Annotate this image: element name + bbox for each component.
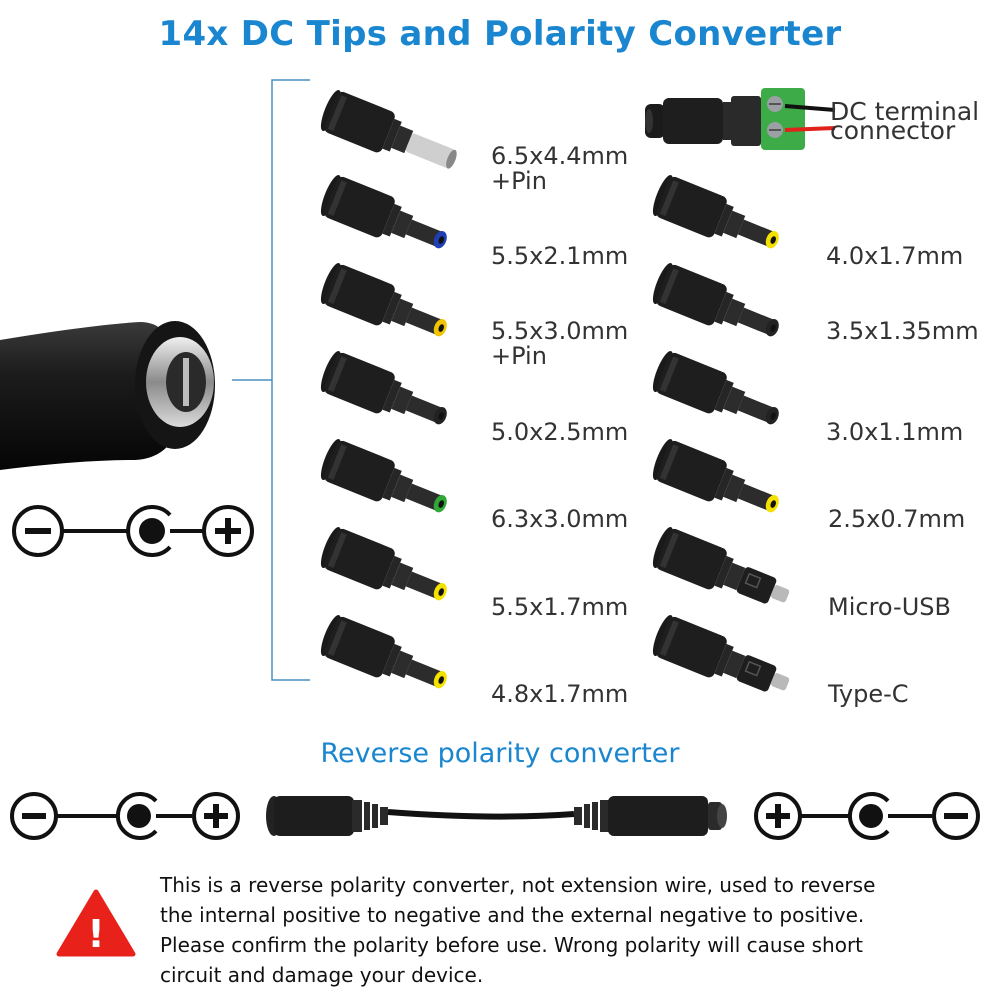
warning-text: This is a reverse polarity converter, no… — [160, 870, 960, 990]
dc-tip-image — [652, 614, 790, 692]
terminal-label-line2: connector — [830, 116, 956, 145]
dc-tip-image — [652, 526, 790, 604]
page-title: 14x DC Tips and Polarity Converter — [158, 14, 842, 54]
tip-label-left: 5.5x2.1mm — [491, 244, 628, 269]
polarity-symbol-input — [10, 792, 240, 840]
warning-icon: ! — [56, 889, 136, 957]
warning-line-1: This is a reverse polarity converter, no… — [160, 873, 876, 897]
tip-label-left: 4.8x1.7mm — [491, 682, 628, 707]
tip-label-right: 3.5x1.35mm — [826, 317, 979, 345]
dc-tip-image — [320, 526, 447, 601]
polarity-symbol-output — [754, 792, 980, 840]
reverse-polarity-cable-image — [266, 796, 727, 836]
warning-line-4: circuit and damage your device. — [160, 963, 484, 987]
tip-label-left: 6.5x4.4mm+Pin — [491, 144, 628, 194]
tip-label-left: 5.5x3.0mm+Pin — [491, 319, 628, 369]
polarity-symbol-center-negative — [12, 505, 254, 557]
tip-label-left: 6.3x3.0mm — [491, 507, 628, 532]
tip-size-label: 5.0x2.5mm — [491, 418, 629, 446]
converter-title: Reverse polarity converter — [320, 738, 680, 769]
dc-tip-image — [652, 262, 779, 337]
warning-line-3: Please confirm the polarity before use. … — [160, 933, 864, 957]
tip-pin-label: +Pin — [491, 342, 547, 370]
dc-tip-image — [320, 89, 457, 169]
tip-label-left: 5.0x2.5mm — [491, 420, 628, 445]
warning-line-2: the internal positive to negative and th… — [160, 903, 865, 927]
tip-size-label: 5.5x2.1mm — [491, 242, 629, 270]
barrel-plug-image — [0, 321, 215, 470]
tip-size-label: 4.8x1.7mm — [491, 680, 629, 708]
dc-tip-image — [320, 174, 447, 249]
terminal-label-line1: DC terminal — [830, 97, 980, 126]
tip-size-label: 5.5x3.0mm — [491, 317, 629, 345]
terminal-connector-label: DC terminal connector — [830, 99, 979, 143]
dc-tip-image — [652, 438, 779, 513]
dc-tip-image — [652, 174, 779, 249]
dc-tip-image — [320, 262, 447, 337]
tip-pin-label: +Pin — [491, 167, 547, 195]
tip-label-left: 5.5x1.7mm — [491, 595, 628, 620]
tip-label-right: 3.0x1.1mm — [826, 418, 964, 446]
dc-tip-image — [320, 614, 447, 689]
warning-symbol: ! — [87, 912, 104, 956]
tip-label-right: 4.0x1.7mm — [826, 242, 964, 270]
tip-label-right: Type-C — [828, 680, 909, 708]
tip-label-right: 2.5x0.7mm — [828, 505, 966, 533]
dc-tip-image — [320, 350, 447, 425]
tip-size-label: 5.5x1.7mm — [491, 593, 629, 621]
tip-size-label: 6.5x4.4mm — [491, 142, 629, 170]
tip-size-label: 6.3x3.0mm — [491, 505, 629, 533]
dc-tip-image — [320, 438, 447, 513]
dc-terminal-connector-image — [645, 88, 836, 150]
dc-tip-image — [652, 350, 779, 425]
tip-label-right: Micro-USB — [828, 593, 951, 621]
